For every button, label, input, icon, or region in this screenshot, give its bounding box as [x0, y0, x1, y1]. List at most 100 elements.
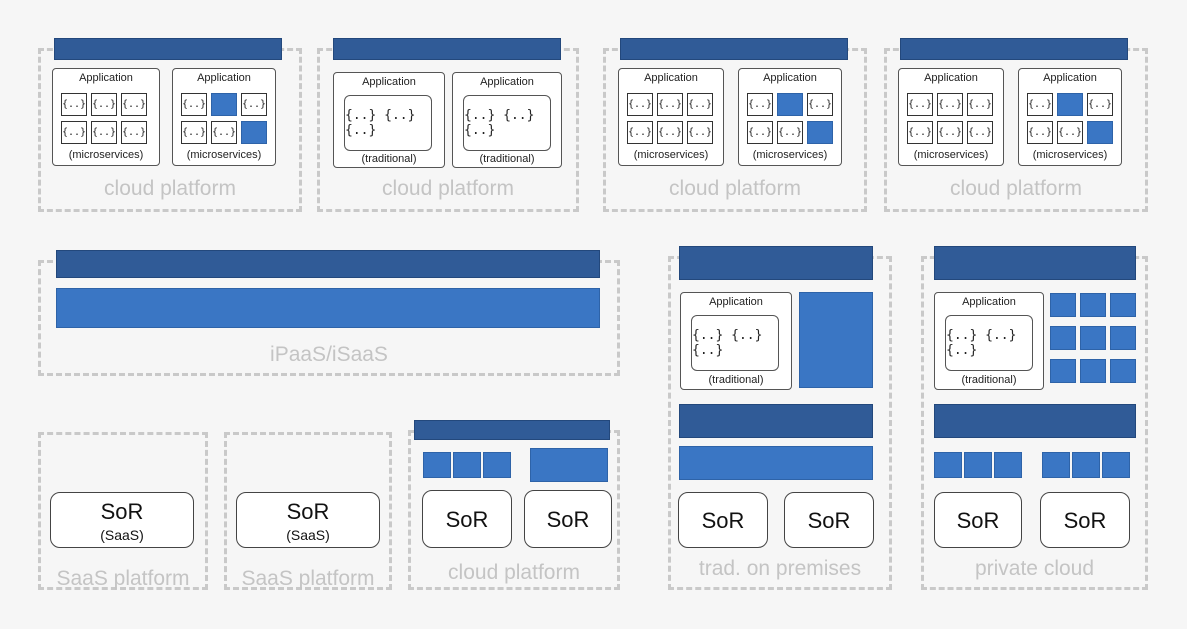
application-subtitle: (microservices)	[752, 149, 828, 161]
microservice: {..}	[1057, 121, 1083, 144]
application-subtitle: (microservices)	[1032, 149, 1108, 161]
microservice: {..}	[937, 121, 963, 144]
platform-label: cloud platform	[104, 177, 236, 200]
microservices-application: Application {..} {..} {..} {..} (microse…	[738, 68, 842, 166]
microservice: {..}	[687, 121, 713, 144]
platform-header-bar	[900, 38, 1128, 60]
sor-box: SoR (SaaS)	[236, 492, 380, 548]
service-block	[1110, 359, 1136, 383]
sor-label: SoR	[546, 507, 590, 532]
application-subtitle: (microservices)	[68, 149, 144, 161]
middleware-bar	[679, 404, 873, 438]
traditional-application: Application {..} {..} {..} (traditional)	[333, 72, 445, 168]
application-title: Application	[763, 72, 817, 84]
microservice: {..}	[91, 93, 117, 116]
application-title: Application	[709, 296, 763, 308]
application-subtitle: (microservices)	[913, 149, 989, 161]
microservice: {..}	[777, 121, 803, 144]
application-subtitle: (microservices)	[186, 149, 262, 161]
service-block	[423, 452, 451, 478]
application-title: Application	[197, 72, 251, 84]
microservice: {..}	[657, 93, 683, 116]
microservice-block	[1087, 121, 1113, 144]
traditional-application: Application {..} {..} {..} (traditional)	[680, 292, 792, 390]
sor-box: SoR (SaaS)	[50, 492, 194, 548]
application-subtitle: (traditional)	[708, 374, 764, 386]
service-block	[1042, 452, 1070, 478]
microservice: {..}	[747, 93, 773, 116]
platform-label: SaaS platform	[241, 567, 375, 590]
platform-label: cloud platform	[669, 177, 801, 200]
platform-header-bar	[414, 420, 610, 440]
service-block	[1110, 293, 1136, 317]
application-title: Application	[644, 72, 698, 84]
platform-label: iPaaS/iSaaS	[270, 343, 388, 366]
platform-header-bar	[333, 38, 561, 60]
microservices-application: Application {..} {..} {..} {..} {..} {..…	[52, 68, 160, 166]
microservice: {..}	[907, 121, 933, 144]
sor-box: SoR	[934, 492, 1022, 548]
sor-label: SoR	[701, 508, 745, 533]
service-block	[934, 452, 962, 478]
service-block	[1072, 452, 1100, 478]
application-title: Application	[480, 76, 534, 88]
application-title: Application	[962, 296, 1016, 308]
application-core: {..} {..} {..}	[463, 95, 551, 151]
platform-label: SaaS platform	[56, 567, 190, 590]
microservice: {..}	[967, 121, 993, 144]
service-block	[1050, 326, 1076, 350]
microservice-block	[807, 121, 833, 144]
microservice: {..}	[747, 121, 773, 144]
platform-label: private cloud	[974, 557, 1095, 580]
sor-box: SoR	[524, 490, 612, 548]
microservice: {..}	[61, 121, 87, 144]
platform-label: trad. on premises	[698, 557, 862, 580]
middleware-bar	[934, 404, 1136, 438]
platform-header-bar	[934, 246, 1136, 280]
service-block	[1080, 326, 1106, 350]
microservices-application: Application {..} {..} {..} {..} {..} {..…	[898, 68, 1004, 166]
platform-label: cloud platform	[448, 561, 580, 584]
service-block	[1110, 326, 1136, 350]
sor-sublabel: (SaaS)	[286, 527, 330, 543]
microservice: {..}	[657, 121, 683, 144]
microservice: {..}	[121, 121, 147, 144]
application-title: Application	[924, 72, 978, 84]
sor-label: SoR	[807, 508, 851, 533]
integration-layer	[56, 288, 600, 328]
application-title: Application	[79, 72, 133, 84]
service-block	[964, 452, 992, 478]
platform-header-bar	[620, 38, 848, 60]
sor-box: SoR	[1040, 492, 1130, 548]
service-block	[1080, 293, 1106, 317]
service-block	[1050, 359, 1076, 383]
service-block	[994, 452, 1022, 478]
sor-label: SoR	[100, 499, 144, 524]
microservice: {..}	[181, 93, 207, 116]
service-block	[530, 448, 608, 482]
microservice-block	[777, 93, 803, 116]
service-block	[483, 452, 511, 478]
microservices-application: Application {..} {..} {..} {..} {..} {..…	[618, 68, 724, 166]
platform-header-bar	[679, 246, 873, 280]
sor-label: SoR	[1063, 508, 1107, 533]
microservice: {..}	[967, 93, 993, 116]
sor-label: SoR	[956, 508, 1000, 533]
application-subtitle: (microservices)	[633, 149, 709, 161]
microservice-block	[211, 93, 237, 116]
service-block	[1050, 293, 1076, 317]
microservice: {..}	[121, 93, 147, 116]
application-core: {..} {..} {..}	[691, 315, 779, 371]
sor-label: SoR	[286, 499, 330, 524]
microservice: {..}	[1027, 121, 1053, 144]
microservices-application: Application {..} {..} {..} {..} (microse…	[1018, 68, 1122, 166]
application-subtitle: (traditional)	[961, 374, 1017, 386]
microservice: {..}	[627, 121, 653, 144]
microservice: {..}	[687, 93, 713, 116]
microservice: {..}	[241, 93, 267, 116]
platform-header-bar	[54, 38, 282, 60]
sor-box: SoR	[784, 492, 874, 548]
sor-label: SoR	[445, 507, 489, 532]
service-block	[1080, 359, 1106, 383]
